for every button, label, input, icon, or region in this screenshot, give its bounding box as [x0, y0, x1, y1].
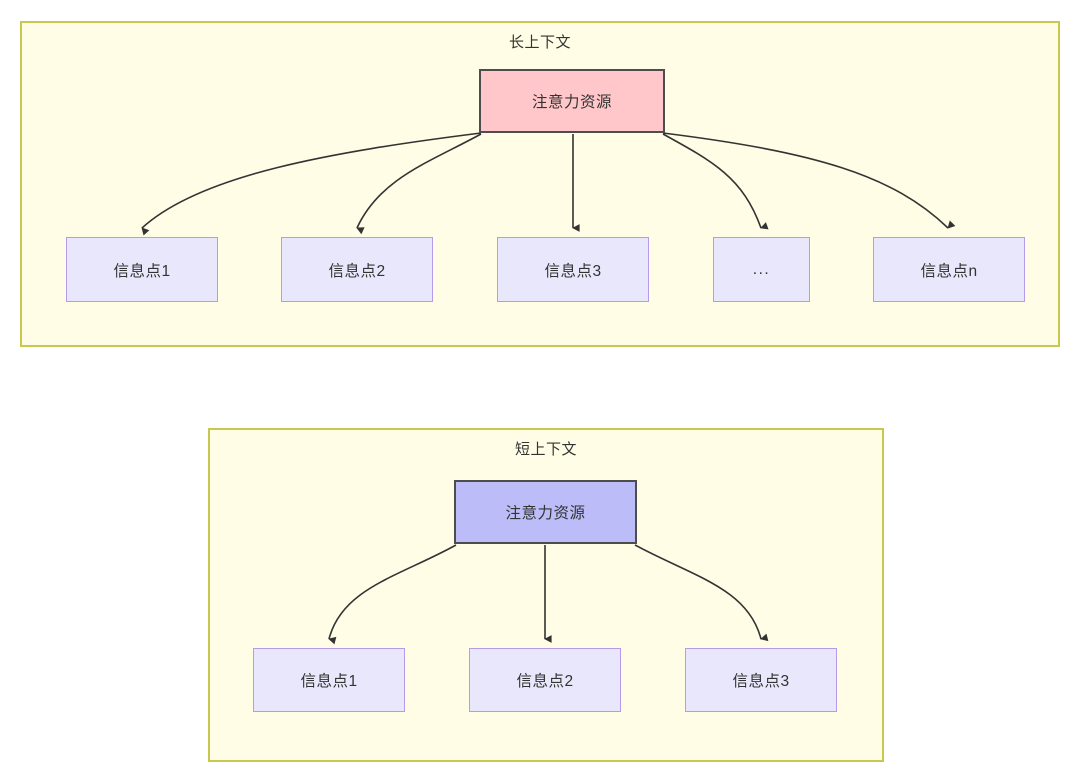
node-info-point-1-long[interactable]: 信息点1	[66, 237, 218, 302]
node-info-point-3-long[interactable]: 信息点3	[497, 237, 649, 302]
node-attention-resource-short[interactable]: 注意力资源	[454, 480, 637, 544]
node-info-point-n-long[interactable]: 信息点n	[873, 237, 1025, 302]
group-title-long-context: 长上下文	[508, 34, 571, 51]
group-title-short-context: 短上下文	[514, 441, 577, 458]
node-attention-resource-long[interactable]: 注意力资源	[479, 69, 665, 133]
node-info-point-1-short[interactable]: 信息点1	[253, 648, 405, 712]
node-info-point-2-short[interactable]: 信息点2	[469, 648, 621, 712]
node-info-point-3-short[interactable]: 信息点3	[685, 648, 837, 712]
node-info-point-2-long[interactable]: 信息点2	[281, 237, 433, 302]
node-info-point-ellipsis-long[interactable]: ...	[713, 237, 810, 302]
